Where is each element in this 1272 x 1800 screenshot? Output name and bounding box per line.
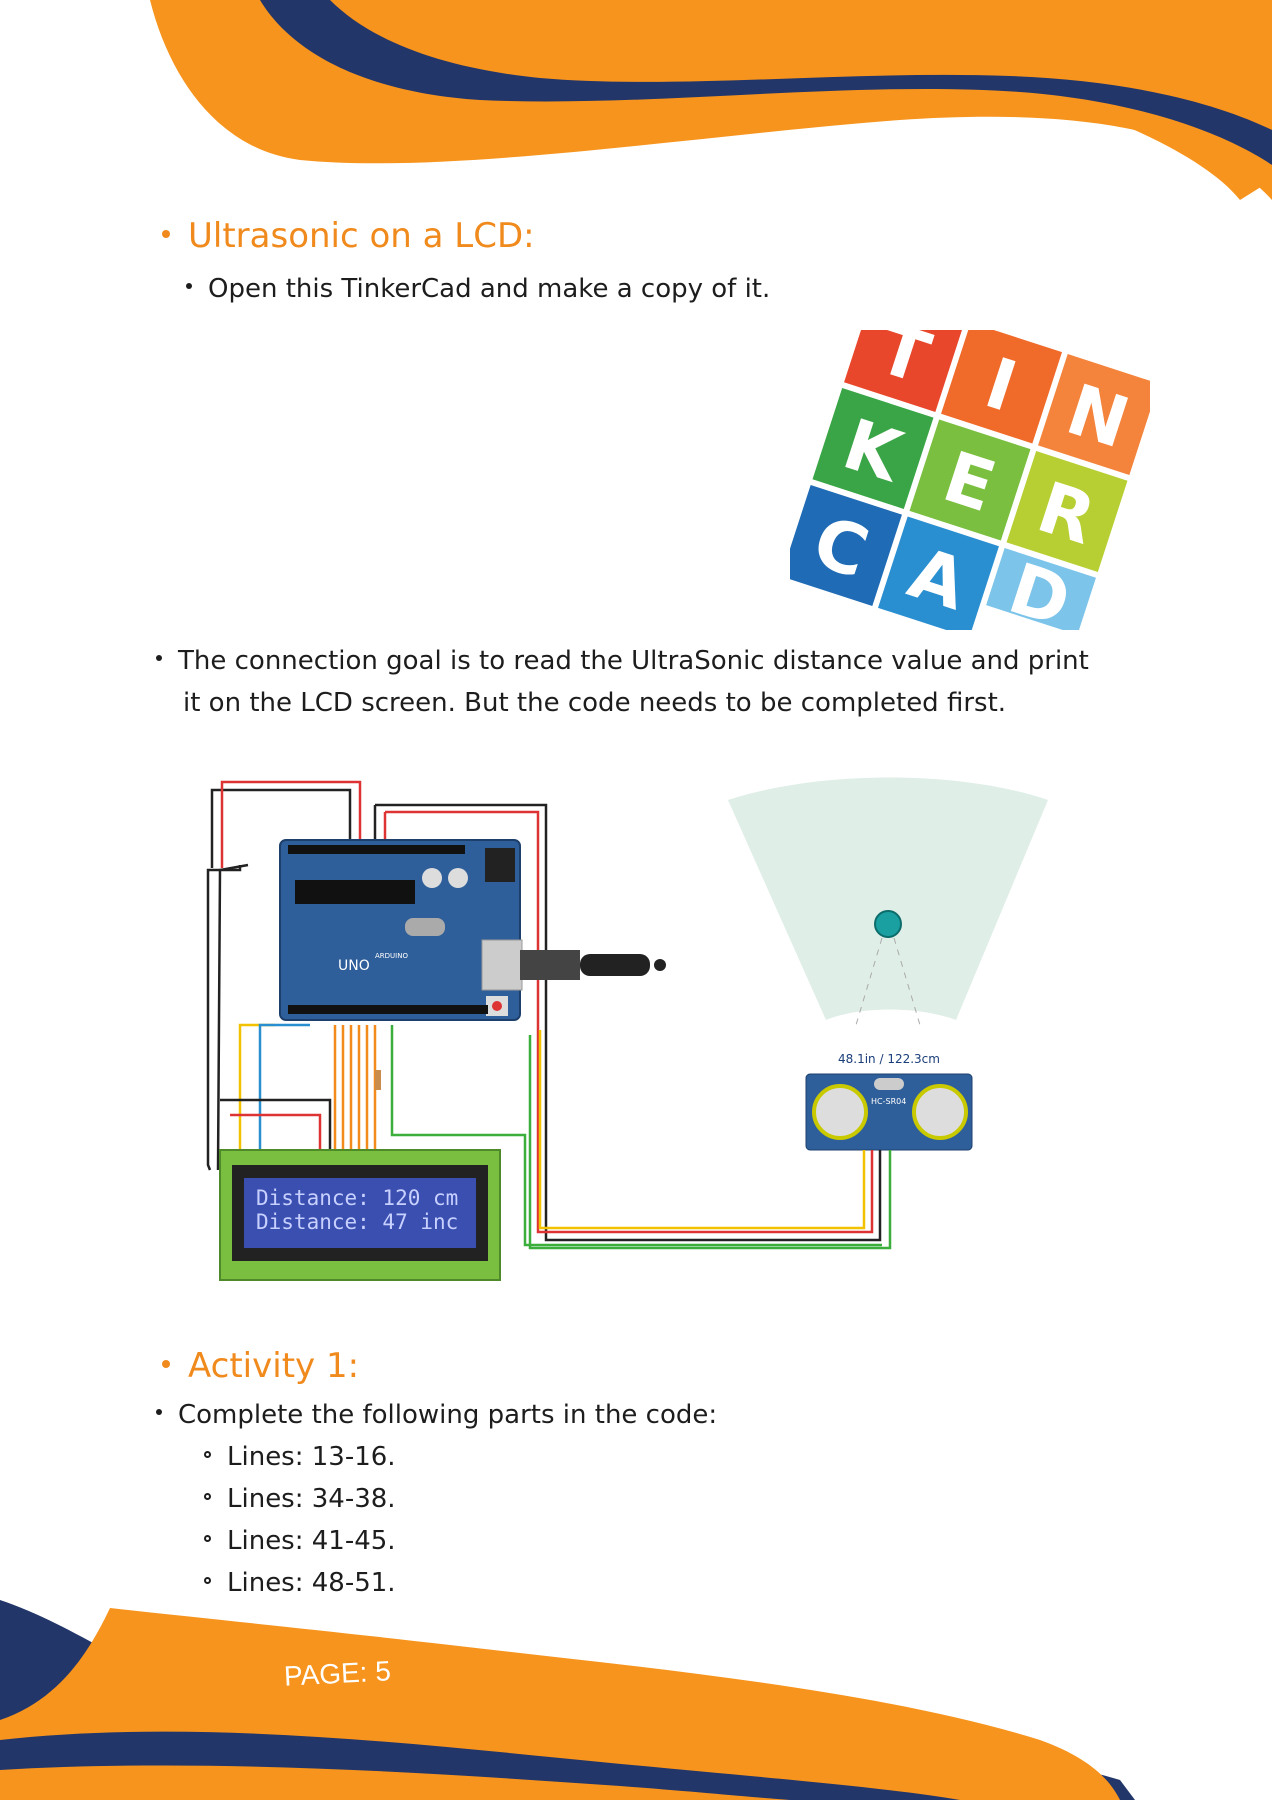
svg-text:HC-SR04: HC-SR04 — [871, 1097, 906, 1106]
list-item: Lines: 41-45. — [204, 1520, 396, 1562]
heading-bullet-icon — [162, 229, 170, 238]
tinkercad-logo: T I N K E R C A D — [790, 330, 1150, 630]
page-number: PAGE: 5 — [283, 1655, 392, 1692]
bullet-icon — [186, 282, 192, 289]
heading-bullet-icon — [162, 1359, 170, 1368]
circle-bullet-icon — [204, 1577, 211, 1584]
footer-wave-decoration — [0, 1600, 1135, 1800]
section-heading-ultrasonic: Ultrasonic on a LCD: — [162, 216, 535, 256]
connection-goal-text: The connection goal is to read the Ultra… — [156, 640, 1156, 724]
sensor-reading: 48.1in / 122.3cm — [838, 1052, 940, 1066]
lcd-line-2: Distance: 47 inc — [256, 1210, 458, 1234]
activity-list: Lines: 13-16. Lines: 34-38. Lines: 41-45… — [204, 1436, 396, 1604]
list-item: Lines: 48-51. — [204, 1562, 396, 1604]
header-wave-decoration — [150, 0, 1272, 200]
circle-bullet-icon — [204, 1451, 211, 1458]
svg-text:ARDUINO: ARDUINO — [375, 952, 408, 960]
activity-intro: Complete the following parts in the code… — [156, 1394, 717, 1436]
open-tinkercad-instruction: Open this TinkerCad and make a copy of i… — [186, 268, 770, 310]
section-heading-activity: Activity 1: — [162, 1346, 359, 1386]
bullet-icon — [156, 1408, 162, 1415]
bullet-icon — [156, 654, 162, 661]
circle-bullet-icon — [204, 1493, 211, 1500]
lcd-line-1: Distance: 120 cm — [256, 1186, 458, 1210]
svg-text:UNO: UNO — [338, 958, 370, 974]
circle-bullet-icon — [204, 1535, 211, 1542]
circuit-diagram: UNO ARDUINO Distance: 120 cm Distance: 4… — [206, 777, 1048, 1281]
list-item: Lines: 34-38. — [204, 1478, 396, 1520]
list-item: Lines: 13-16. — [204, 1436, 396, 1478]
